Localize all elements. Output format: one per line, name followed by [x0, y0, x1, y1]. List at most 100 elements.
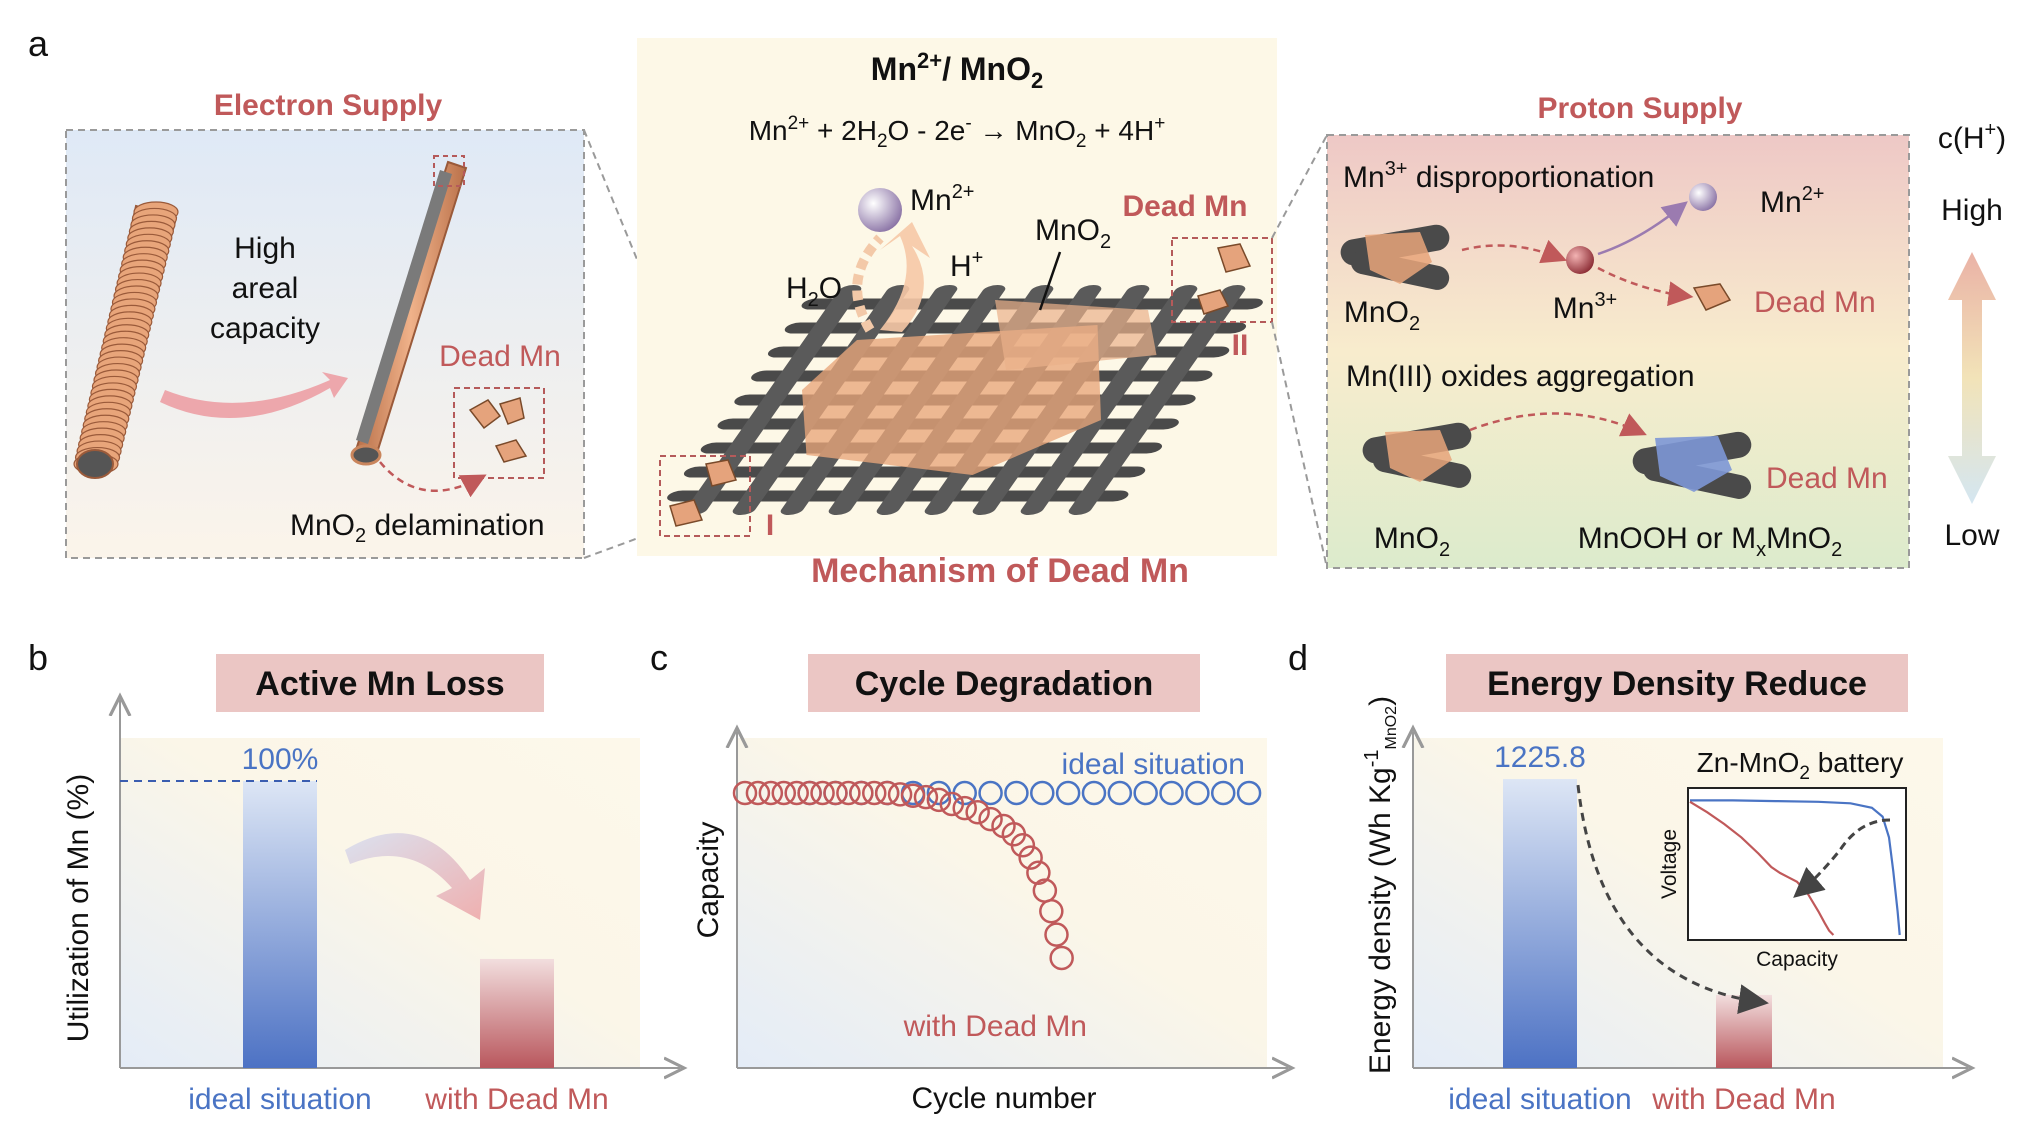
point-dead-1	[745, 780, 771, 806]
proton-supply-title: Proton Supply	[1538, 92, 1743, 125]
bar-d-0	[1503, 779, 1577, 1068]
point-dead-13	[900, 783, 926, 808]
x-tick-b-1: with Dead Mn	[424, 1083, 608, 1116]
bar-b-0	[243, 781, 317, 1068]
inset-frame	[1687, 787, 1907, 941]
electron-supply-panel: Electron Supply High areal capacity Dead…	[65, 89, 585, 559]
carbon-cloth-mesh	[667, 285, 1263, 515]
point-dead-17	[952, 795, 977, 821]
legend-ideal-situation: ideal situation	[1062, 748, 1245, 781]
point-ideal-16	[1210, 780, 1236, 806]
point-dead-24	[1026, 860, 1051, 885]
panel-b: Active Mn Loss Utilization of Mn (%) ide…	[62, 654, 680, 1116]
point-ideal-8	[1004, 780, 1029, 806]
high-areal-line2: areal	[232, 272, 299, 305]
panel-c-xlabel: Cycle number	[911, 1082, 1096, 1115]
panel-b-ylabel: Utilization of Mn (%)	[62, 774, 95, 1042]
ch-label: c(H+)	[1938, 119, 2006, 155]
center-dead-mn-label: Dead Mn	[1122, 190, 1247, 223]
inset-title: Zn-MnO2 battery	[1697, 747, 1904, 784]
point-dead-28	[1049, 945, 1074, 971]
point-dead-15	[926, 787, 952, 813]
proton-mno2-label-1: MnO2	[1344, 296, 1420, 335]
point-ideal-13	[1133, 780, 1158, 806]
banner-c-text: Cycle Degradation	[855, 665, 1154, 703]
proton-mn2-label: Mn2+	[1760, 183, 1825, 219]
reaction-equation: Mn2+ + 2H2O - 2e- → MnO2 + 4H+	[749, 113, 1166, 152]
mn3-ion-sphere	[1566, 246, 1594, 274]
banner-d-text: Energy Density Reduce	[1487, 665, 1867, 703]
high-areal-line1: High	[234, 232, 296, 265]
point-dead-10	[862, 780, 887, 806]
inset-line-dead	[1689, 800, 1835, 936]
banner-b	[216, 654, 544, 712]
point-dead-6	[810, 780, 835, 806]
mnooh-cluster	[1632, 431, 1752, 499]
bar-b-1	[480, 958, 554, 1068]
mechanism-title: Mechanism of Dead Mn	[811, 552, 1189, 590]
disproportionation-label: Mn3+ disproportionation	[1343, 158, 1654, 194]
point-dead-7	[823, 780, 848, 806]
point-ideal-14	[1159, 780, 1184, 806]
point-dead-16	[939, 791, 965, 817]
point-dead-22	[1010, 833, 1036, 858]
scale-high-label: High	[1941, 194, 2003, 227]
panel-label-a: a	[28, 23, 49, 64]
proton-dead-mn-label-2: Dead Mn	[1766, 462, 1888, 495]
point-ideal-7	[978, 780, 1003, 806]
legend-with-dead-mn: with Dead Mn	[903, 1010, 1087, 1043]
point-dead-4	[784, 780, 809, 806]
point-dead-0	[732, 780, 758, 806]
point-dead-27	[1044, 922, 1069, 947]
mno2-center-label: MnO2	[1035, 214, 1111, 253]
electron-supply-title: Electron Supply	[214, 89, 443, 122]
h2o-label: H2O	[786, 272, 842, 311]
roman-i-label: I	[766, 509, 774, 542]
point-ideal-17	[1236, 780, 1262, 806]
mechanism-panel: Mn2+/ MnO2 Mn2+ + 2H2O - 2e- → MnO2 + 4H…	[637, 38, 1277, 590]
point-dead-2	[758, 780, 784, 806]
electron-dead-mn-label: Dead Mn	[439, 340, 561, 373]
high-areal-line3: capacity	[210, 312, 320, 345]
proton-concentration-scale: c(H+) High Low	[1938, 119, 2006, 552]
mn2-ion-label: Mn2+	[910, 181, 975, 217]
banner-c	[808, 654, 1200, 712]
delamination-label: MnO2 delamination	[290, 509, 545, 547]
coated-electrode-rod	[350, 155, 468, 466]
x-tick-d-0: ideal situation	[1448, 1083, 1631, 1116]
point-dead-14	[913, 784, 939, 810]
point-dead-3	[771, 780, 797, 806]
panel-label-d: d	[1288, 637, 1308, 678]
point-dead-23	[1018, 845, 1043, 870]
proton-mno2-label-2: MnO2	[1374, 522, 1450, 561]
panel-c-ylabel: Capacity	[692, 822, 725, 939]
roman-ii-label: II	[1232, 329, 1249, 362]
scale-low-label: Low	[1944, 519, 1999, 552]
mno2-cluster-1	[1340, 224, 1450, 290]
data-label-b-0: 100%	[242, 743, 319, 776]
dead-mn-flakes-electron	[468, 397, 528, 463]
panel-d-ylabel: Energy density (Wh Kg-1MnO2)	[1361, 696, 1400, 1074]
panel-d: Energy Density Reduce Energy density (Wh…	[1361, 654, 1968, 1116]
point-ideal-15	[1185, 780, 1210, 806]
banner-d	[1446, 654, 1908, 712]
point-ideal-12	[1107, 780, 1133, 806]
x-tick-d-1: with Dead Mn	[1651, 1083, 1835, 1116]
proton-supply-panel: Proton Supply Mn3+ disproportionation Mn…	[1326, 92, 1910, 569]
point-dead-5	[797, 780, 822, 806]
inset-line-ideal	[1690, 799, 1901, 936]
proton-mn3-label: Mn3+	[1553, 289, 1618, 325]
point-dead-18	[965, 800, 990, 825]
panel-label-c: c	[650, 637, 668, 678]
point-dead-8	[836, 780, 861, 806]
mnooh-label: MnOOH or MxMnO2	[1578, 522, 1843, 561]
point-ideal-9	[1030, 780, 1055, 806]
data-label-d-0: 1225.8	[1494, 741, 1586, 774]
banner-b-text: Active Mn Loss	[255, 665, 504, 703]
point-dead-26	[1039, 899, 1064, 924]
stacked-electrode-rod	[73, 201, 179, 479]
point-dead-19	[978, 806, 1003, 832]
point-ideal-10	[1055, 780, 1081, 806]
